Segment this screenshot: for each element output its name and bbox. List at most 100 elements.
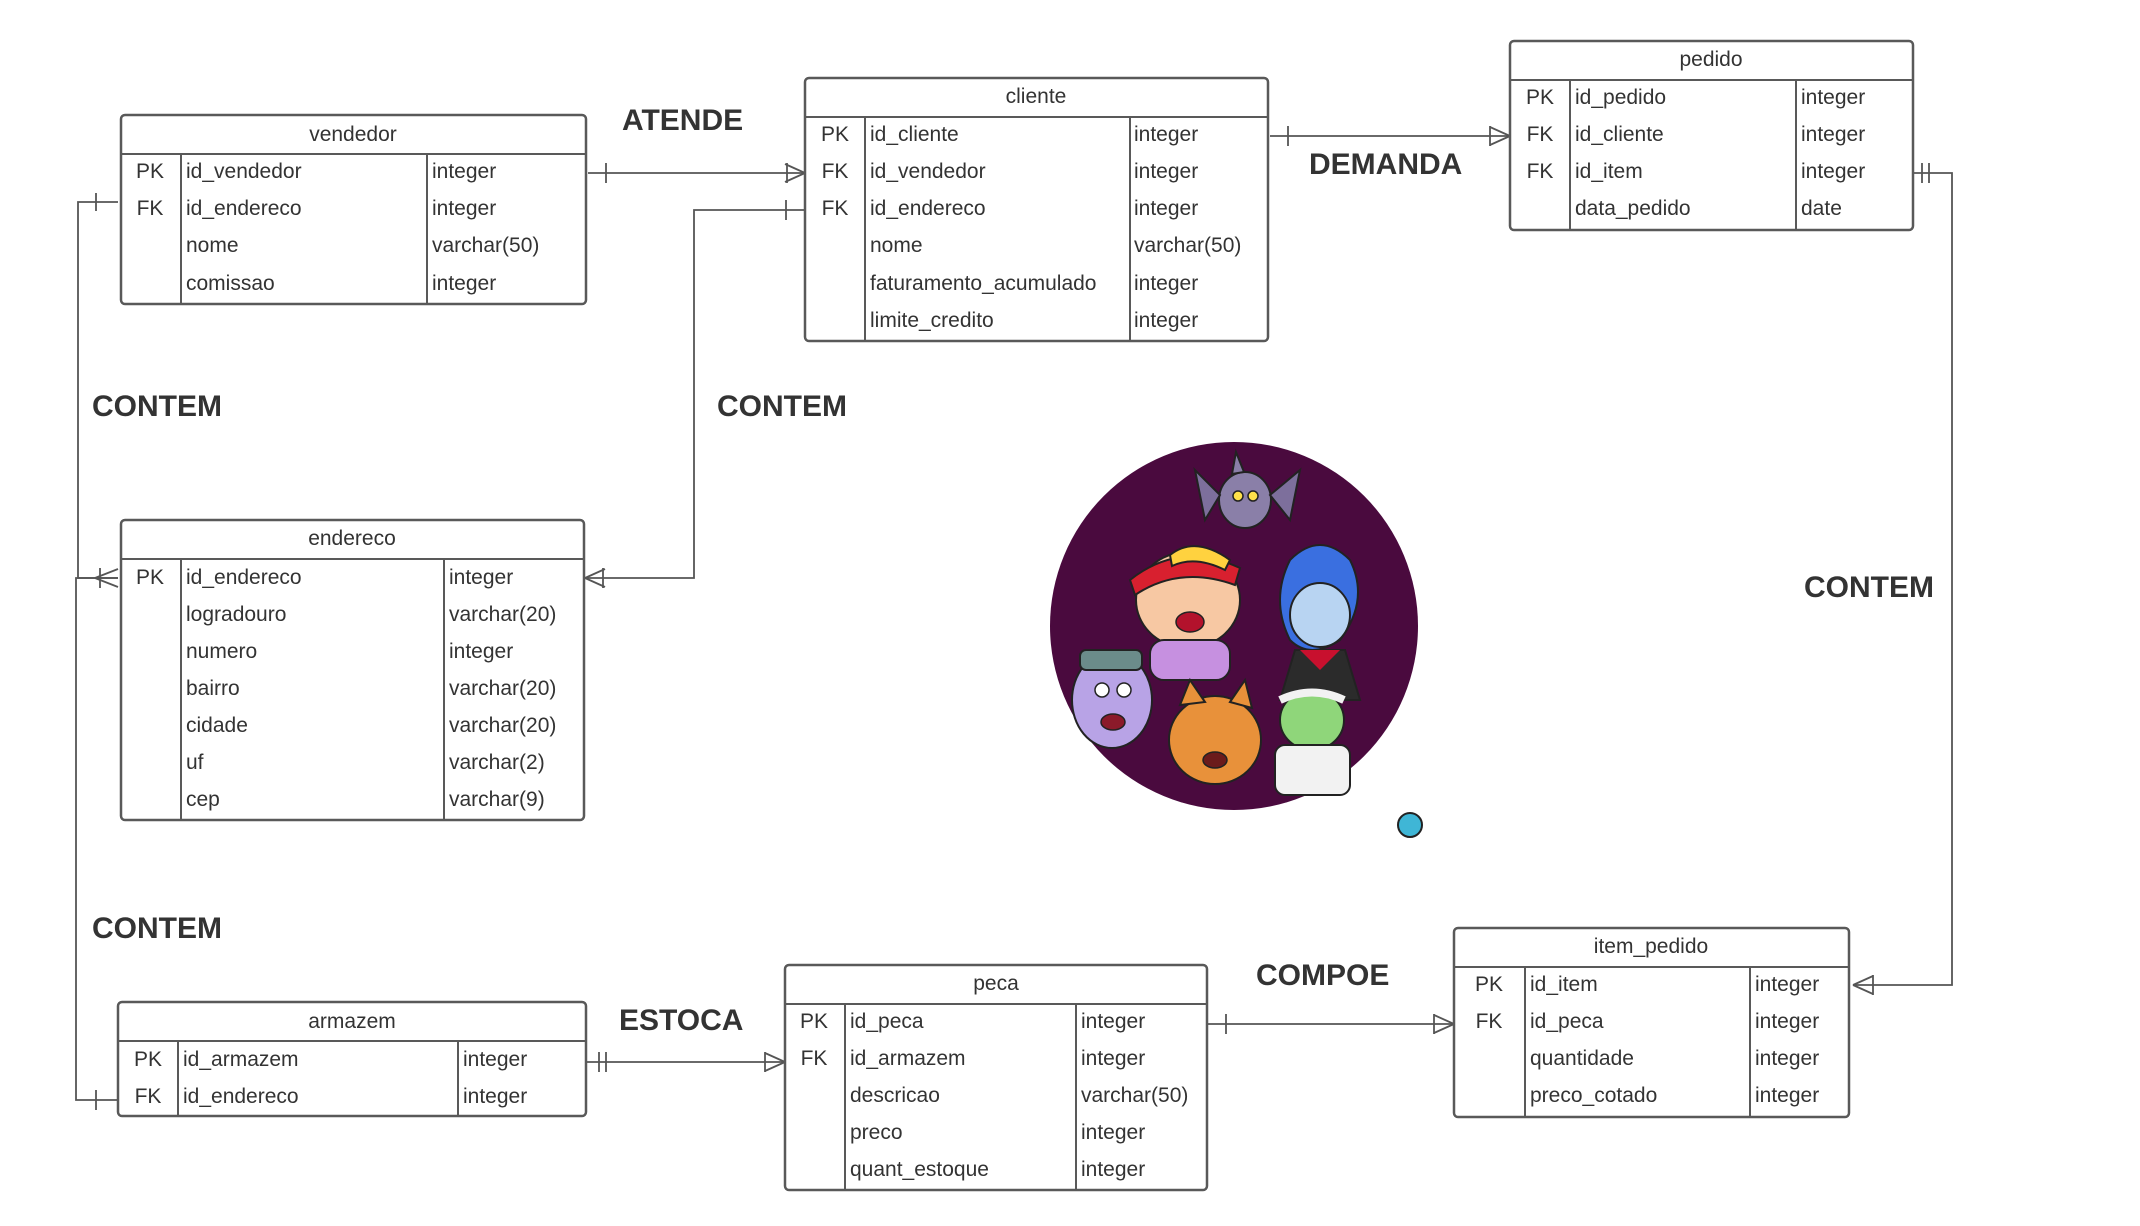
entity-cliente[interactable]: cliente PK id_cliente integer FK id_vend…	[803, 76, 1270, 343]
cartoon-monsters-illustration-icon	[1050, 442, 1423, 838]
key-cell: PK	[1526, 86, 1554, 109]
column-type-cell: varchar(50)	[432, 234, 539, 257]
key-cell: PK	[134, 1048, 162, 1071]
entity-title: endereco	[308, 527, 396, 550]
entity-item-pedido[interactable]: item_pedido PK id_item integer FK id_pec…	[1452, 926, 1851, 1119]
entity-title: pedido	[1679, 48, 1742, 71]
column-type-cell: integer	[1134, 309, 1198, 332]
column-type-cell: varchar(20)	[449, 603, 556, 626]
column-name-cell: cep	[186, 788, 220, 811]
column-type-cell: integer	[463, 1048, 527, 1071]
column-name-cell: limite_credito	[870, 309, 994, 332]
column-name-cell: uf	[186, 751, 204, 774]
column-type-cell: varchar(50)	[1134, 234, 1241, 257]
column-type-cell: integer	[432, 272, 496, 295]
column-name-cell: id_vendedor	[186, 160, 302, 183]
column-type-cell: varchar(20)	[449, 714, 556, 737]
rel-label-compoe: COMPOE	[1256, 959, 1389, 992]
column-name-cell: id_pedido	[1575, 86, 1666, 109]
column-name-cell: id_item	[1530, 973, 1598, 996]
column-type-cell: integer	[1081, 1047, 1145, 1070]
column-name-cell: id_cliente	[1575, 123, 1664, 146]
rel-label-contem-endereco-armazem: CONTEM	[92, 912, 222, 945]
rel-label-contem-pedido-item: CONTEM	[1804, 571, 1934, 604]
column-name-cell: id_item	[1575, 160, 1643, 183]
column-name-cell: descricao	[850, 1084, 940, 1107]
connectors	[75, 126, 1953, 1110]
column-name-cell: faturamento_acumulado	[870, 272, 1096, 295]
key-cell: FK	[822, 197, 849, 220]
column-type-cell: varchar(2)	[449, 751, 545, 774]
column-name-cell: id_endereco	[186, 566, 302, 589]
column-name-cell: id_cliente	[870, 123, 959, 146]
column-type-cell: integer	[1801, 86, 1865, 109]
relationship-labels: ATENDE DEMANDA CONTEM CONTEM CONTEM CONT…	[92, 104, 1934, 1037]
connector-contem-pedido-item[interactable]	[1852, 163, 1953, 995]
connector-demanda[interactable]	[1270, 126, 1511, 146]
entity-title: peca	[973, 972, 1019, 995]
connector-atende[interactable]	[588, 163, 806, 183]
entity-pedido[interactable]: pedido PK id_pedido integer FK id_client…	[1508, 39, 1915, 232]
column-name-cell: numero	[186, 640, 257, 663]
entity-vendedor[interactable]: vendedor PK id_vendedor integer FK id_en…	[119, 113, 588, 306]
rel-label-contem-vendedor-endereco: CONTEM	[92, 390, 222, 423]
rel-label-demanda: DEMANDA	[1309, 148, 1462, 181]
key-cell: PK	[800, 1010, 828, 1033]
connector-compoe[interactable]	[1207, 1014, 1455, 1034]
column-type-cell: integer	[1755, 1047, 1819, 1070]
column-type-cell: varchar(20)	[449, 677, 556, 700]
column-type-cell: integer	[432, 197, 496, 220]
column-name-cell: id_vendedor	[870, 160, 986, 183]
column-name-cell: logradouro	[186, 603, 286, 626]
rel-label-estoca: ESTOCA	[619, 1004, 743, 1037]
column-type-cell: integer	[1134, 197, 1198, 220]
bat-character-icon	[1193, 448, 1302, 529]
mummy-character-icon	[1274, 688, 1423, 838]
key-cell: PK	[821, 123, 849, 146]
key-cell: FK	[137, 197, 164, 220]
column-name-cell: id_endereco	[870, 197, 986, 220]
column-name-cell: id_peca	[1530, 1010, 1604, 1033]
column-type-cell: integer	[1755, 973, 1819, 996]
column-type-cell: date	[1801, 197, 1842, 220]
werewolf-character-icon	[1168, 677, 1262, 785]
key-cell: FK	[135, 1085, 162, 1108]
column-type-cell: integer	[1081, 1158, 1145, 1181]
key-cell: PK	[136, 160, 164, 183]
column-name-cell: id_endereco	[186, 197, 302, 220]
column-type-cell: integer	[1801, 160, 1865, 183]
connector-estoca[interactable]	[586, 1052, 786, 1072]
column-type-cell: integer	[1081, 1010, 1145, 1033]
entity-title: vendedor	[309, 123, 397, 146]
column-type-cell: integer	[1081, 1121, 1145, 1144]
rel-label-atende: ATENDE	[622, 104, 743, 137]
key-cell: FK	[1527, 160, 1554, 183]
column-name-cell: id_peca	[850, 1010, 924, 1033]
column-type-cell: varchar(50)	[1081, 1084, 1188, 1107]
entity-title: cliente	[1006, 85, 1067, 108]
column-type-cell: integer	[1134, 160, 1198, 183]
column-name-cell: id_endereco	[183, 1085, 299, 1108]
vampire-character-icon	[1278, 544, 1362, 701]
column-type-cell: integer	[449, 566, 513, 589]
column-name-cell: cidade	[186, 714, 248, 737]
connector-contem-cliente-endereco[interactable]	[584, 200, 805, 588]
rel-label-contem-cliente-endereco: CONTEM	[717, 390, 847, 423]
entity-endereco[interactable]: endereco PK id_endereco integer logradou…	[119, 518, 586, 822]
column-name-cell: quantidade	[1530, 1047, 1634, 1070]
column-type-cell: integer	[1801, 123, 1865, 146]
column-name-cell: nome	[186, 234, 239, 257]
frankenstein-character-icon	[1071, 649, 1153, 749]
connector-contem-endereco-armazem[interactable]	[75, 577, 118, 1110]
column-name-cell: id_armazem	[183, 1048, 299, 1071]
key-cell: FK	[1527, 123, 1554, 146]
column-type-cell: integer	[1755, 1084, 1819, 1107]
entity-armazem[interactable]: armazem PK id_armazem integer FK id_ende…	[116, 1000, 588, 1118]
key-cell: FK	[822, 160, 849, 183]
entity-title: item_pedido	[1594, 935, 1708, 958]
column-name-cell: id_armazem	[850, 1047, 966, 1070]
entity-peca[interactable]: peca PK id_peca integer FK id_armazem in…	[783, 963, 1209, 1192]
column-type-cell: integer	[1134, 123, 1198, 146]
column-type-cell: integer	[1755, 1010, 1819, 1033]
column-type-cell: integer	[449, 640, 513, 663]
